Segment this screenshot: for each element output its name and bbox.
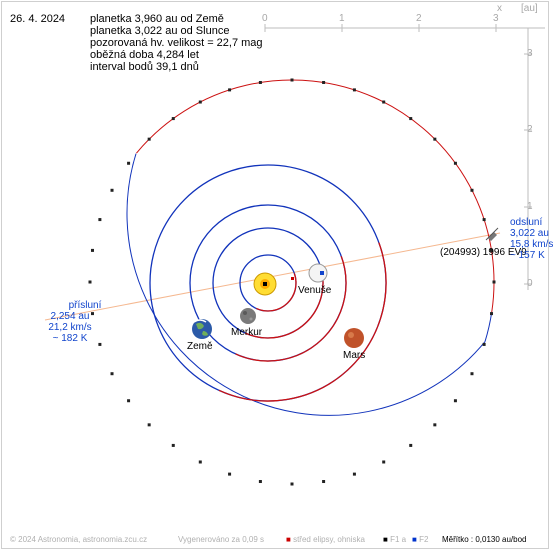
asteroid-orbit-point: [90, 248, 94, 252]
venus-planet: [308, 263, 328, 283]
asteroid-orbit-point: [228, 472, 232, 476]
legend-f1: ■ F1 a: [383, 535, 407, 544]
aphelion-speed: 15,8 km/s: [510, 239, 553, 250]
asteroid-orbit-point: [171, 443, 175, 447]
legend-f1-text: F1 a: [390, 535, 407, 544]
info-line-magnitude: pozorovaná hv. velikost = 22,7 mag: [90, 37, 263, 49]
perihelion-speed: 21,2 km/s: [48, 322, 92, 333]
planet-orbits: [149, 164, 387, 402]
perihelion-title: přísluní: [68, 300, 102, 311]
asteroid-orbit-point: [490, 312, 494, 316]
asteroid-orbit-point: [90, 312, 94, 316]
venus-label: Venuše: [298, 285, 332, 296]
focus-marker: [263, 282, 267, 286]
asteroid-orbit-red-arc: [136, 79, 495, 313]
asteroid-orbit-point: [110, 188, 114, 192]
asteroid-orbit-point: [352, 88, 356, 92]
asteroid-orbit-point: [171, 117, 175, 121]
right-axis: [524, 28, 532, 290]
perihelion-distance: 2,254 au: [50, 311, 90, 322]
earth-orbit-red-arc: [235, 256, 347, 362]
asteroid-label: (204993) 1996 EV9: [440, 247, 527, 258]
asteroid-orbit-point: [453, 399, 457, 403]
y-tick-3: 3: [527, 48, 533, 59]
asteroid-orbit-point: [98, 342, 102, 346]
info-line-earth-distance: planetka 3,960 au od Země: [90, 13, 224, 25]
asteroid-orbit-blue-arc: [126, 153, 486, 416]
asteroid-orbit-point: [127, 399, 131, 403]
asteroid-orbit-point: [322, 80, 326, 84]
x-tick-3: 3: [493, 13, 499, 24]
asteroid-orbit-point: [110, 372, 114, 376]
mars-planet: [344, 328, 364, 348]
asteroid-orbit-point: [127, 161, 131, 165]
y-tick-1: 1: [527, 201, 533, 212]
asteroid-orbit-point: [453, 161, 457, 165]
x-tick-1: 1: [339, 13, 345, 24]
legend-f2-text: F2: [419, 535, 429, 544]
asteroid-orbit-point: [409, 117, 413, 121]
asteroid-orbit-point: [98, 218, 102, 222]
legend-center-text: střed elipsy, ohniska: [293, 535, 365, 544]
x-tick-2: 2: [416, 13, 422, 24]
aphelion-title: odsluní: [510, 217, 543, 228]
earth-planet: [192, 319, 212, 339]
asteroid-orbit-point: [322, 480, 326, 484]
legend-f2: ■ F2: [412, 535, 429, 544]
unit-label: [au]: [521, 3, 538, 14]
ellipse-center-marker: [291, 277, 294, 280]
legend-center: ■ střed elipsy, ohniska: [286, 535, 365, 544]
asteroid-orbit-point: [290, 78, 294, 82]
x-tick-0: 0: [262, 13, 268, 24]
earth-label: Země: [187, 341, 213, 352]
asteroid-orbit-point: [382, 100, 386, 104]
asteroid-orbit-point: [433, 423, 437, 427]
asteroid-orbit-point: [433, 137, 437, 141]
mercury-planet: [240, 308, 256, 324]
asteroid-marker: [485, 227, 499, 241]
mars-label: Mars: [343, 350, 366, 361]
asteroid-orbit-point: [147, 137, 151, 141]
info-line-interval: interval bodů 39,1 dnů: [90, 61, 199, 73]
sun: [253, 272, 277, 296]
asteroid-orbit-point: [490, 248, 494, 252]
x-axis-label: x: [497, 3, 502, 14]
asteroid-orbit-point: [198, 100, 202, 104]
asteroid-orbit-point: [258, 80, 262, 84]
asteroid-orbit-point: [470, 188, 474, 192]
asteroid-orbit-blue-arc-a: [484, 312, 493, 342]
asteroid-orbit-point: [88, 280, 92, 284]
mercury-label: Merkur: [231, 327, 263, 338]
asteroid-orbit-point: [482, 342, 486, 346]
asteroid-orbit-point: [352, 472, 356, 476]
asteroid-orbit-point: [198, 460, 202, 464]
asteroid-orbit-point: [492, 280, 496, 284]
asteroid-orbit-point: [228, 88, 232, 92]
asteroid-orbit-point: [409, 443, 413, 447]
info-line-sun-distance: planetka 3,022 au od Slunce: [90, 25, 230, 37]
venus-orbit-red-arc: [244, 263, 324, 339]
info-line-period: oběžná doba 4,284 let: [90, 49, 199, 61]
aphelion-distance: 3,022 au: [510, 228, 549, 239]
asteroid-orbit-point: [470, 372, 474, 376]
y-tick-0: 0: [527, 278, 533, 289]
asteroid-orbit-point: [147, 423, 151, 427]
asteroid-orbit: [88, 78, 496, 486]
top-axis: [264, 24, 545, 32]
copyright-text: © 2024 Astronomia, astronomia.zcu.cz: [10, 535, 148, 544]
aphelion-temp: ~ 157 K: [510, 250, 545, 261]
mars-orbit-red-arc: [218, 242, 387, 402]
perihelion-temp: ~ 182 K: [52, 333, 88, 344]
y-tick-2: 2: [527, 124, 533, 135]
asteroid-orbit-point: [290, 482, 294, 486]
asteroid-orbit-point: [382, 460, 386, 464]
scale-text: Měřítko : 0,0130 au/bod: [442, 535, 527, 544]
date-label: 26. 4. 2024: [10, 13, 66, 25]
asteroid-orbit-point: [258, 480, 262, 484]
generated-text: Vygenerováno za 0,09 s: [178, 535, 264, 544]
mercury-orbit-red-arc: [256, 273, 297, 312]
asteroid-orbit-point: [482, 218, 486, 222]
